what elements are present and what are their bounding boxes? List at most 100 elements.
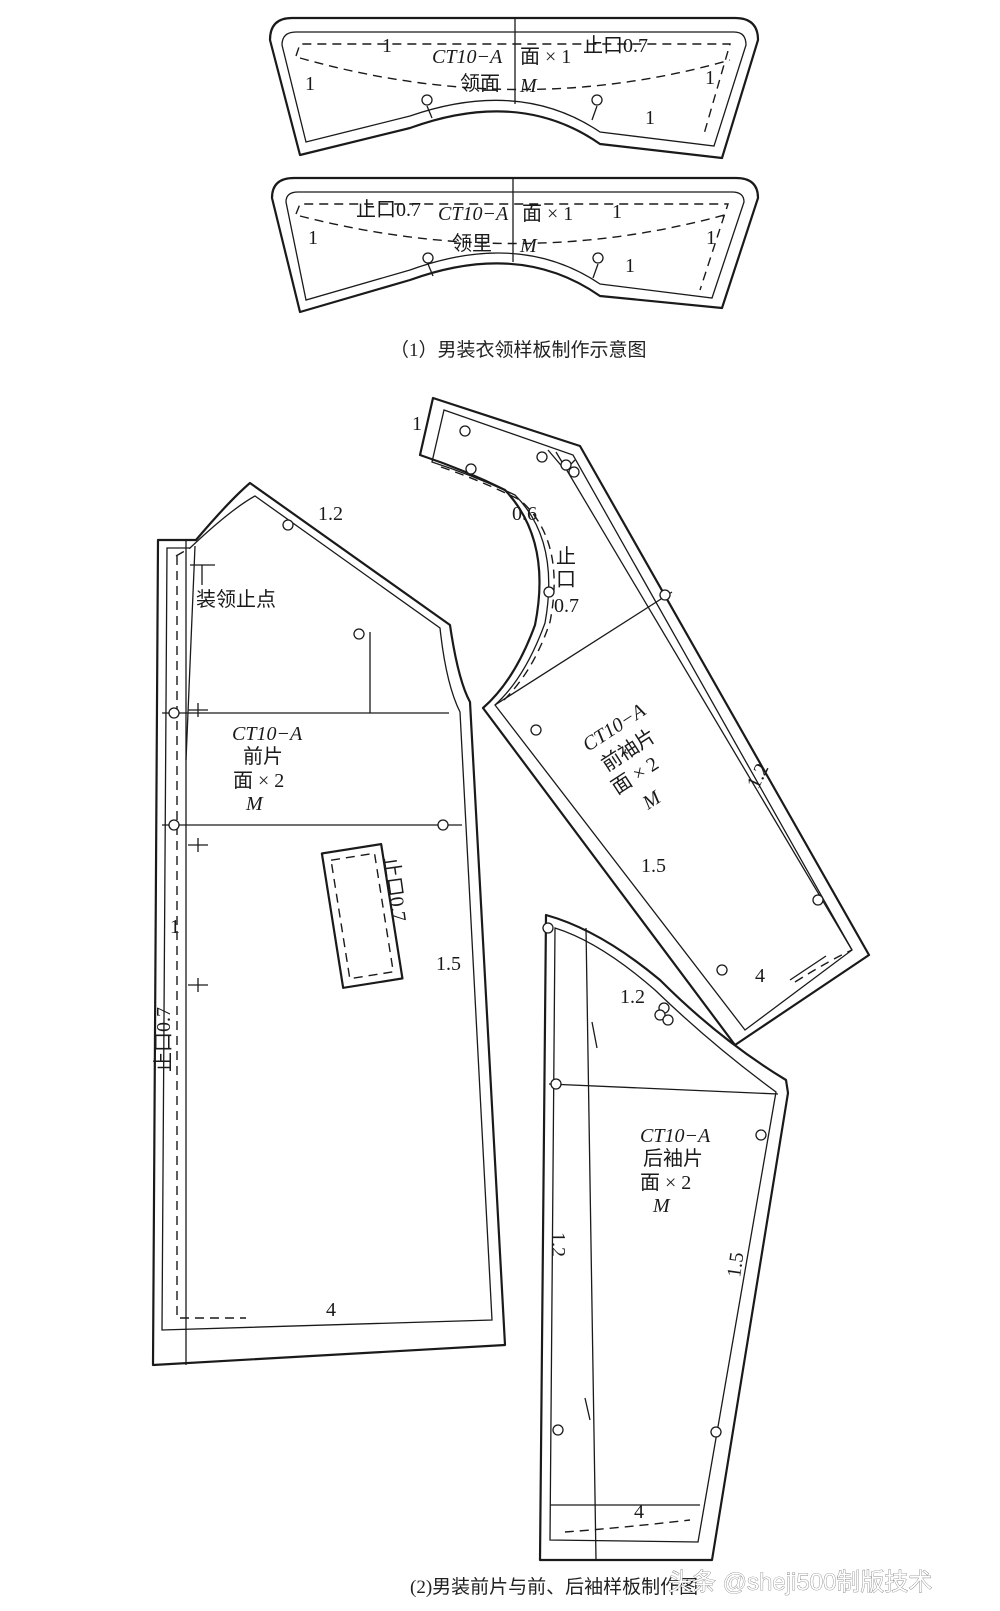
collar-face-notch: [421, 94, 433, 106]
collar-under-size: M: [519, 235, 538, 257]
back-sleeve-notch: [552, 1424, 564, 1436]
back-sleeve-top-allowance: 1.2: [620, 986, 645, 1008]
front-panel-outline: [151, 481, 507, 1367]
front-sleeve-curve-allowance: 0.6: [512, 503, 537, 525]
collar-face-allowance-bottom: 1: [645, 107, 655, 129]
front-panel-code: CT10−A: [232, 723, 303, 745]
back-sleeve-notch: [654, 1009, 666, 1021]
caption-collar: （1）男装衣领样板制作示意图: [390, 339, 647, 361]
collar-face-allowance-top: 1: [382, 35, 392, 57]
collar-face-code: CT10−A: [432, 46, 503, 68]
back-sleeve-notch: [755, 1129, 767, 1141]
collar-under-qty: 面 × 1: [522, 203, 573, 225]
pocket-stitch: [330, 852, 395, 980]
front-sleeve-stitch-2: 口: [556, 569, 576, 591]
back-sleeve-stitch-line: [564, 1519, 691, 1533]
front-sleeve-notch: [543, 586, 555, 598]
collar-face-stitch-line: [295, 43, 731, 135]
collar-face-name: 领面: [460, 72, 500, 95]
collar-under-stitch-line: [295, 203, 729, 291]
collar-under-piece: 1 1 1 1 止口0.7 CT10−A 面 × 1 领里 M: [270, 176, 760, 314]
collar-under-name: 领里: [452, 232, 492, 255]
back-sleeve-notch: [662, 1014, 674, 1026]
back-sleeve-notch: [710, 1426, 722, 1438]
front-sleeve-hem-allowance: 4: [755, 965, 765, 987]
back-sleeve-qty: 面 × 2: [640, 1172, 691, 1194]
front-panel-name: 前片: [243, 745, 283, 768]
front-sleeve-stitch-1: 止: [556, 545, 576, 568]
front-panel-notch: [168, 707, 180, 719]
front-sleeve-hem-line: [789, 955, 827, 981]
back-sleeve-left-allowance: 1.2: [547, 1232, 569, 1257]
front-panel-notch: [168, 819, 180, 831]
front-sleeve-piece: 1 0.6 止 口 0.7 CT10−A 前袖片 面 × 2 M 1.2 1.5…: [412, 396, 871, 1047]
back-sleeve-right-allowance: 1.5: [723, 1251, 748, 1279]
front-panel-qty: 面 × 2: [233, 770, 284, 792]
collar-under-notch: [592, 252, 604, 264]
front-panel-button-marks: [188, 564, 215, 992]
front-sleeve-notch: [536, 451, 548, 463]
collar-face-inner-line: [281, 31, 747, 147]
front-sleeve-notch: [530, 724, 542, 736]
collar-under-allowance-left: 1: [308, 227, 318, 249]
collar-face-notch: [591, 94, 603, 106]
front-sleeve-notch: [459, 425, 471, 437]
collar-under-allowance-right: 1: [706, 227, 716, 249]
collar-face-notch-line: [591, 105, 598, 121]
collar-face-outline: [268, 16, 760, 160]
front-panel-size: M: [245, 793, 264, 815]
front-panel-notch: [353, 628, 365, 640]
front-panel-center-allowance: 1: [170, 916, 180, 938]
front-sleeve-seam-allowance: 1.5: [641, 855, 666, 877]
collar-under-inner-line: [285, 191, 745, 301]
collar-face-qty: 面 × 1: [520, 46, 571, 68]
front-panel-side-allowance: 1.5: [436, 953, 461, 975]
collar-under-notch-line: [427, 263, 434, 277]
back-sleeve-grain-line: [585, 927, 597, 1561]
front-panel-lapel-line: [185, 545, 196, 761]
back-sleeve-piece: 1.2 CT10−A 后袖片 面 × 2 M 1.2 1.5 4: [538, 913, 790, 1562]
watermark: 头条 @sheji500制版技术: [668, 1569, 932, 1596]
front-panel-notch: [437, 819, 449, 831]
front-panel-hem-allowance: 4: [326, 1299, 336, 1321]
collar-face-allowance-left: 1: [305, 73, 315, 95]
front-sleeve-inner-line: [431, 409, 853, 1031]
front-panel-shoulder-allowance: 1.2: [318, 503, 343, 525]
back-sleeve-outline: [538, 913, 790, 1562]
collar-face-size: M: [519, 75, 538, 97]
front-sleeve-notch: [465, 463, 477, 475]
back-sleeve-bicep-line: [548, 1083, 779, 1095]
front-sleeve-stitch-line: [437, 465, 555, 701]
front-panel-collar-point: 装领止点: [196, 588, 276, 611]
back-sleeve-size: M: [652, 1195, 671, 1217]
caption-front-sleeve: (2)男装前片与前、后袖样板制作图: [410, 1576, 698, 1598]
back-sleeve-notch: [542, 922, 554, 934]
back-sleeve-name: 后袖片: [643, 1147, 703, 1170]
collar-under-code: CT10−A: [438, 203, 509, 225]
collar-face-stitch-label: 止口0.7: [583, 34, 648, 57]
front-sleeve-size: M: [638, 786, 666, 815]
front-panel-piece: 1.2 装领止点 CT10−A 前片 面 × 2 M 1 1.5 4 止口0.7…: [151, 481, 507, 1367]
collar-face-notch-line: [426, 105, 433, 119]
back-sleeve-marks: [584, 1021, 598, 1421]
collar-under-notch-line: [592, 263, 599, 279]
front-panel-notch: [282, 519, 294, 531]
pocket-outline: [320, 843, 404, 989]
front-sleeve-hem-stitch: [794, 949, 853, 983]
collar-under-allowance-bottom: 1: [625, 255, 635, 277]
front-sleeve-notch: [659, 589, 671, 601]
collar-under-notch: [422, 252, 434, 264]
front-sleeve-notch: [716, 964, 728, 976]
front-sleeve-bicep-line: [494, 591, 673, 706]
back-sleeve-notch: [550, 1078, 562, 1090]
back-sleeve-inner-line: [549, 927, 777, 1543]
front-sleeve-grain-line: [555, 451, 853, 951]
back-sleeve-code: CT10−A: [640, 1125, 711, 1147]
front-panel-stitch-line: [175, 547, 246, 1319]
front-sleeve-top-allowance: 1: [412, 413, 422, 435]
collar-under-outline: [270, 176, 760, 314]
front-panel-pocket-stitch: 止口0.7: [379, 855, 411, 923]
back-sleeve-hem-allowance: 4: [634, 1501, 644, 1523]
front-panel-edge-stitch: 止口0.7: [152, 1007, 175, 1072]
